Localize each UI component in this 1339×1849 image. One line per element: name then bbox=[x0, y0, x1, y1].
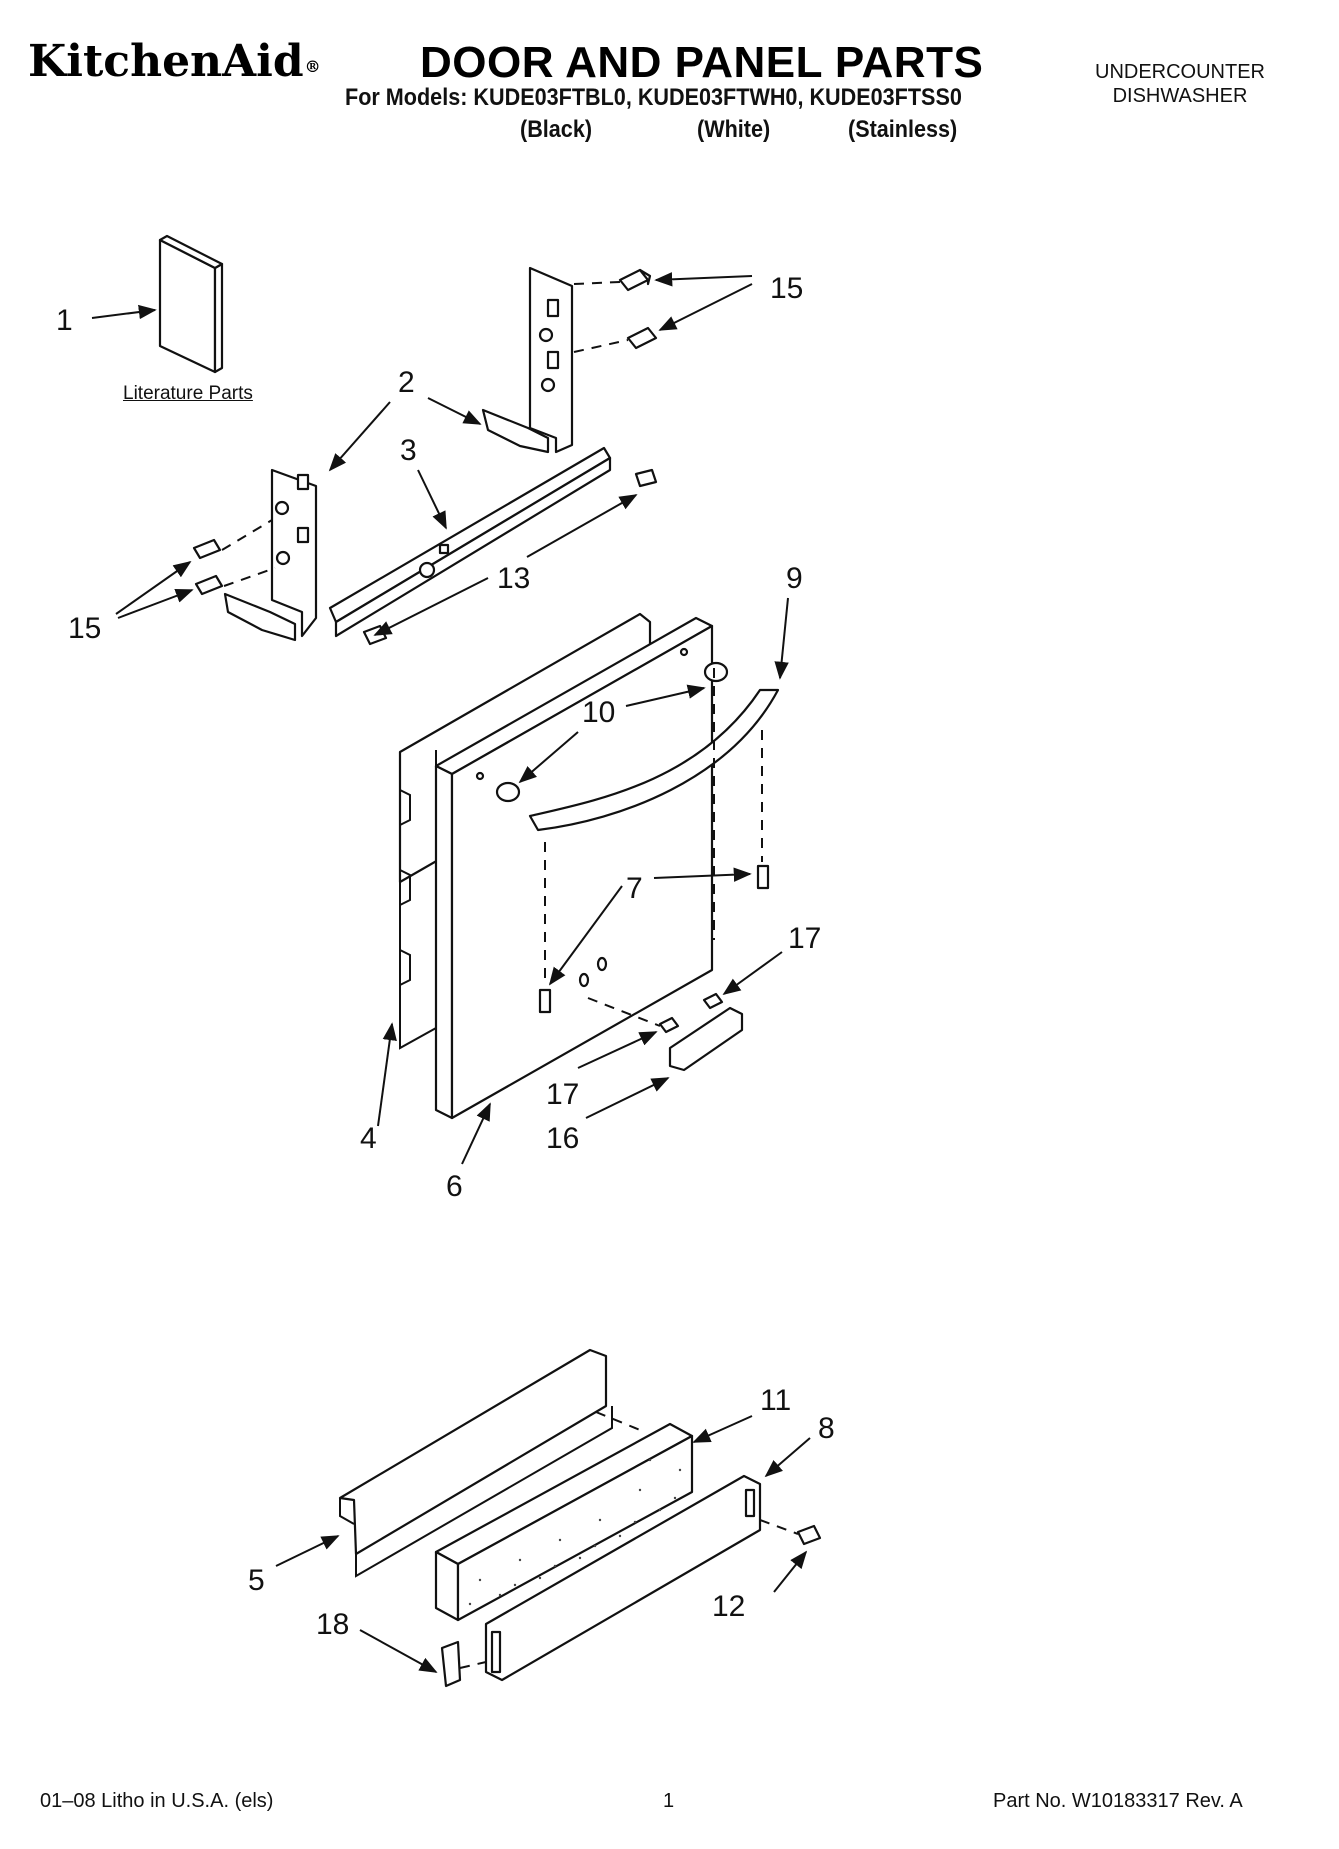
appliance-type-line2: DISHWASHER bbox=[1112, 85, 1248, 107]
callout-15-top: 15 bbox=[770, 272, 803, 305]
screw-part-15-left bbox=[192, 538, 224, 596]
callout-18: 18 bbox=[316, 1608, 349, 1641]
callout-5: 5 bbox=[248, 1564, 265, 1597]
registered-mark: ® bbox=[304, 57, 321, 76]
callout-3: 3 bbox=[400, 434, 417, 467]
callout-8: 8 bbox=[818, 1412, 835, 1445]
variant-black: (Black) bbox=[520, 116, 593, 143]
insulation-part bbox=[434, 1422, 694, 1622]
handle-stud-part-7 bbox=[538, 864, 770, 1014]
brand-name: KitchenAid bbox=[28, 36, 304, 87]
models-line: For Models: KUDE03FTBL0, KUDE03FTWH0, KU… bbox=[345, 84, 962, 111]
page-title: DOOR AND PANEL PARTS bbox=[420, 38, 984, 87]
page-number: 1 bbox=[663, 1790, 675, 1812]
callout-17-bottom: 17 bbox=[546, 1078, 579, 1111]
part-number: Part No. W10183317 Rev. A bbox=[993, 1790, 1243, 1812]
nut-part-17 bbox=[658, 992, 724, 1034]
callout-16: 16 bbox=[546, 1122, 579, 1155]
clip-part-18 bbox=[440, 1640, 462, 1688]
callout-17-right: 17 bbox=[788, 922, 821, 955]
door-handle-part bbox=[528, 688, 780, 832]
kick-strip-part bbox=[484, 1474, 762, 1682]
callout-9: 9 bbox=[786, 562, 803, 595]
screw-part-15-top bbox=[618, 268, 658, 350]
callout-11: 11 bbox=[760, 1384, 791, 1417]
left-mounting-bracket-part bbox=[223, 468, 318, 642]
print-info: 01–08 Litho in U.S.A. (els) bbox=[40, 1790, 274, 1812]
callout-1: 1 bbox=[56, 304, 73, 337]
mounting-rail-part bbox=[328, 446, 612, 638]
callout-7: 7 bbox=[626, 872, 643, 905]
appliance-type-line1: UNDERCOUNTER bbox=[1095, 61, 1265, 83]
variant-stainless: (Stainless) bbox=[848, 116, 958, 143]
callout-13: 13 bbox=[497, 562, 530, 595]
badge-part-16 bbox=[668, 1006, 744, 1072]
callout-2: 2 bbox=[398, 366, 415, 399]
callout-12: 12 bbox=[712, 1590, 745, 1623]
callout-6: 6 bbox=[446, 1170, 463, 1203]
handle-standoff-part-10 bbox=[495, 661, 729, 803]
appliance-type: UNDERCOUNTER DISHWASHER bbox=[1095, 60, 1265, 108]
callout-15-left: 15 bbox=[68, 612, 101, 645]
screw-part-12 bbox=[796, 1524, 822, 1546]
brand-logo: KitchenAid® bbox=[28, 36, 321, 87]
variant-white: (White) bbox=[697, 116, 771, 143]
right-mounting-bracket-part bbox=[481, 266, 574, 454]
callout-10: 10 bbox=[582, 696, 615, 729]
outer-door-panel-part bbox=[434, 616, 714, 1120]
literature-parts-label: Literature Parts bbox=[123, 383, 253, 404]
literature-booklet-part bbox=[158, 234, 224, 374]
callout-4: 4 bbox=[360, 1122, 377, 1155]
toe-panel-part bbox=[338, 1348, 613, 1578]
